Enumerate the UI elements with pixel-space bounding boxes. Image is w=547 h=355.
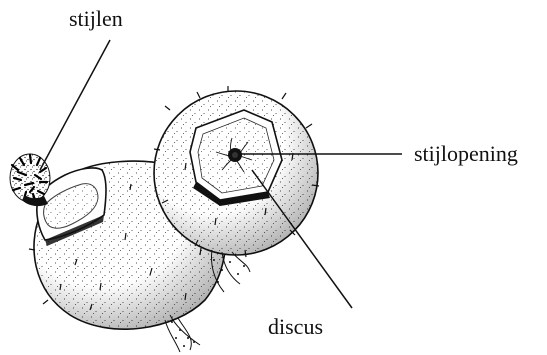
leader-line-stijlen [40, 40, 110, 170]
label-stijlopening: stijlopening [414, 143, 518, 165]
label-discus: discus [268, 316, 323, 338]
label-stijlen: stijlen [69, 8, 123, 30]
